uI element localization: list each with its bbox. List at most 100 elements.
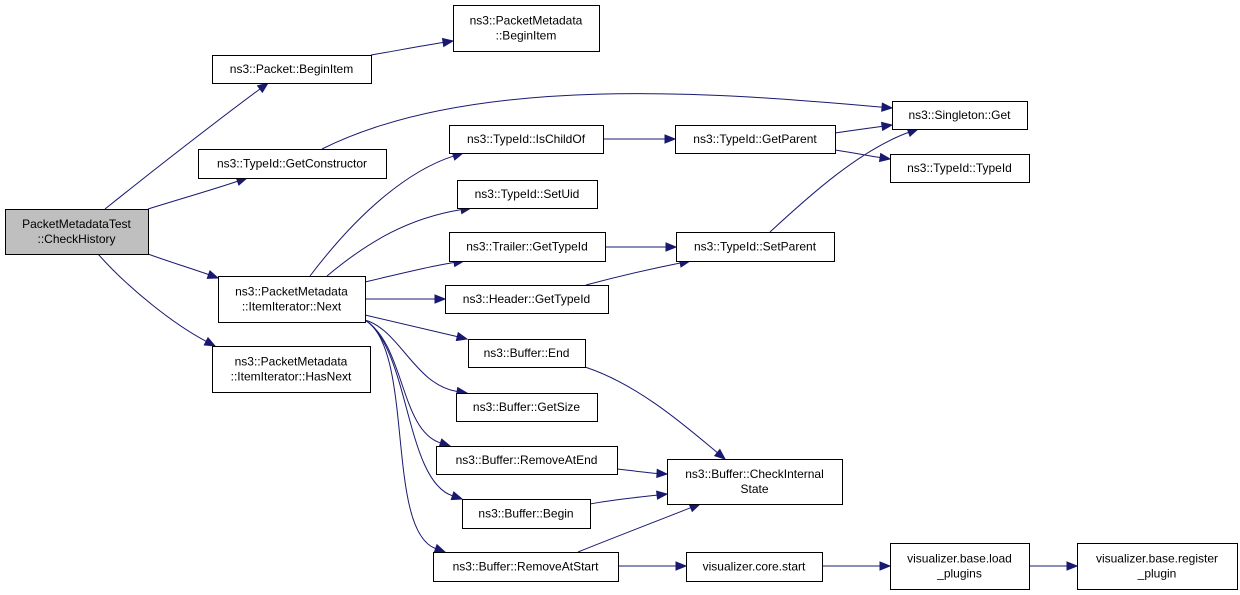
node-buffer-removeatstart[interactable]: ns3::Buffer::RemoveAtStart [433,552,619,582]
node-box[interactable] [445,285,609,314]
arrowhead-icon [438,438,452,448]
nodes-layer: PacketMetadataTest::CheckHistoryns3::Pac… [5,5,1238,590]
arrowhead-icon [433,543,447,553]
arrowhead-icon [878,152,892,163]
edge-line [104,88,261,210]
edge-line [97,253,207,342]
node-label: ns3::Buffer::Begin [478,507,573,521]
node-box[interactable] [449,232,606,262]
arrowhead-icon [879,561,892,571]
arrowhead-icon [441,37,455,48]
node-box[interactable] [468,339,586,368]
arrowhead-icon [256,82,270,94]
edge-pm_next-to-trailer_gettypeid [364,257,466,283]
node-buffer-begin[interactable]: ns3::Buffer::Begin [462,499,591,529]
node-box[interactable] [890,154,1030,183]
node-box[interactable] [890,543,1030,590]
node-label: ns3::TypeId::GetConstructor [217,157,367,171]
node-label: ::ItemIterator::HasNext [231,370,352,384]
node-vis-core-start[interactable]: visualizer.core.start [686,552,823,582]
arrowhead-icon [450,491,464,501]
node-label: ::ItemIterator::Next [242,300,342,314]
edge-pm_next-to-buffer_getsize [364,319,469,397]
node-label: ::BeginItem [496,29,557,43]
node-box[interactable] [686,552,823,582]
node-box[interactable] [456,393,598,422]
node-label: ns3::TypeId::SetParent [694,240,817,254]
node-label: visualizer.base.register [1096,552,1218,566]
node-box[interactable] [218,276,366,323]
node-typeid-setparent[interactable]: ns3::TypeId::SetParent [676,232,835,262]
arrowhead-icon [455,331,469,342]
node-box[interactable] [449,125,604,154]
node-header-gettypeid[interactable]: ns3::Header::GetTypeId [445,285,609,314]
edge-line [616,468,658,474]
node-box[interactable] [433,552,619,582]
node-box[interactable] [667,459,843,505]
edge-buffer_begin-to-buffer_checkinternalstate [589,490,669,505]
node-singleton-get[interactable]: ns3::Singleton::Get [892,101,1028,130]
node-typeid-getconstructor[interactable]: ns3::TypeId::GetConstructor [198,149,387,179]
node-typeid-typeid[interactable]: ns3::TypeId::TypeId [890,154,1030,183]
edge-trailer_gettypeid-to-typeid_setparent [605,242,678,252]
node-box[interactable] [892,101,1028,130]
node-box[interactable] [676,232,835,262]
edge-typeid_getparent-to-singleton_get [834,121,894,134]
node-vis-register-plugin[interactable]: visualizer.base.register_plugin [1077,543,1238,590]
node-buffer-end[interactable]: ns3::Buffer::End [468,339,586,368]
node-label: ns3::Packet::BeginItem [230,62,353,76]
edge-packet_beginitem-to-pm_beginitem [370,37,455,56]
edge-line [364,319,436,550]
arrowhead-icon [656,468,669,479]
node-label: ns3::PacketMetadata [235,355,348,369]
arrowhead-icon [688,503,702,513]
node-buffer-getsize[interactable]: ns3::Buffer::GetSize [456,393,598,422]
edge-line [834,149,881,159]
node-box[interactable] [457,180,598,209]
node-label: ns3::Buffer::GetSize [473,400,580,414]
node-pm-beginitem[interactable]: ns3::PacketMetadata::BeginItem [453,5,600,52]
edge-line [321,93,883,150]
node-buffer-removeatend[interactable]: ns3::Buffer::RemoveAtEnd [436,446,618,475]
node-box[interactable] [453,5,600,52]
node-typeid-ischildof[interactable]: ns3::TypeId::IsChildOf [449,125,604,154]
node-pm-next[interactable]: ns3::PacketMetadata::ItemIterator::Next [218,276,366,323]
edge-root-to-typeid_getconstructor [147,176,249,210]
node-box[interactable] [212,346,371,393]
node-label: ns3::Buffer::RemoveAtStart [453,560,600,574]
edge-line [589,494,658,505]
node-label: ns3::Trailer::GetTypeId [466,240,588,254]
arrowhead-icon [664,134,677,144]
arrowhead-icon [713,448,727,460]
edge-line [147,180,238,210]
node-root[interactable]: PacketMetadataTest::CheckHistory [5,209,149,255]
node-packet-beginitem[interactable]: ns3::Packet::BeginItem [212,55,372,84]
node-box[interactable] [675,125,836,154]
node-box[interactable] [198,149,387,179]
edge-line [364,319,441,444]
edge-vis_load_plugins-to-vis_register_plugin [1028,561,1079,571]
node-label: _plugins [936,567,982,581]
node-box[interactable] [5,209,149,255]
node-pm-hasnext[interactable]: ns3::PacketMetadata::ItemIterator::HasNe… [212,346,371,393]
node-trailer-gettypeid[interactable]: ns3::Trailer::GetTypeId [449,232,606,262]
node-box[interactable] [462,499,591,529]
edge-line [769,131,909,233]
edge-pm_next-to-buffer_end [364,314,469,342]
node-box[interactable] [212,55,372,84]
node-typeid-setuid[interactable]: ns3::TypeId::SetUid [457,180,598,209]
edge-pm_next-to-buffer_removeatend [364,319,452,448]
edge-line [584,366,718,454]
node-box[interactable] [1077,543,1238,590]
node-vis-load-plugins[interactable]: visualizer.base.load_plugins [890,543,1030,590]
node-box[interactable] [436,446,618,475]
edge-pm_next-to-buffer_begin [364,319,464,501]
node-label: ns3::Buffer::CheckInternal [685,467,824,481]
edge-line [147,253,209,276]
edge-line [364,319,458,392]
node-label: ns3::PacketMetadata [235,285,348,299]
node-typeid-getparent[interactable]: ns3::TypeId::GetParent [675,125,836,154]
edge-line [364,261,455,283]
